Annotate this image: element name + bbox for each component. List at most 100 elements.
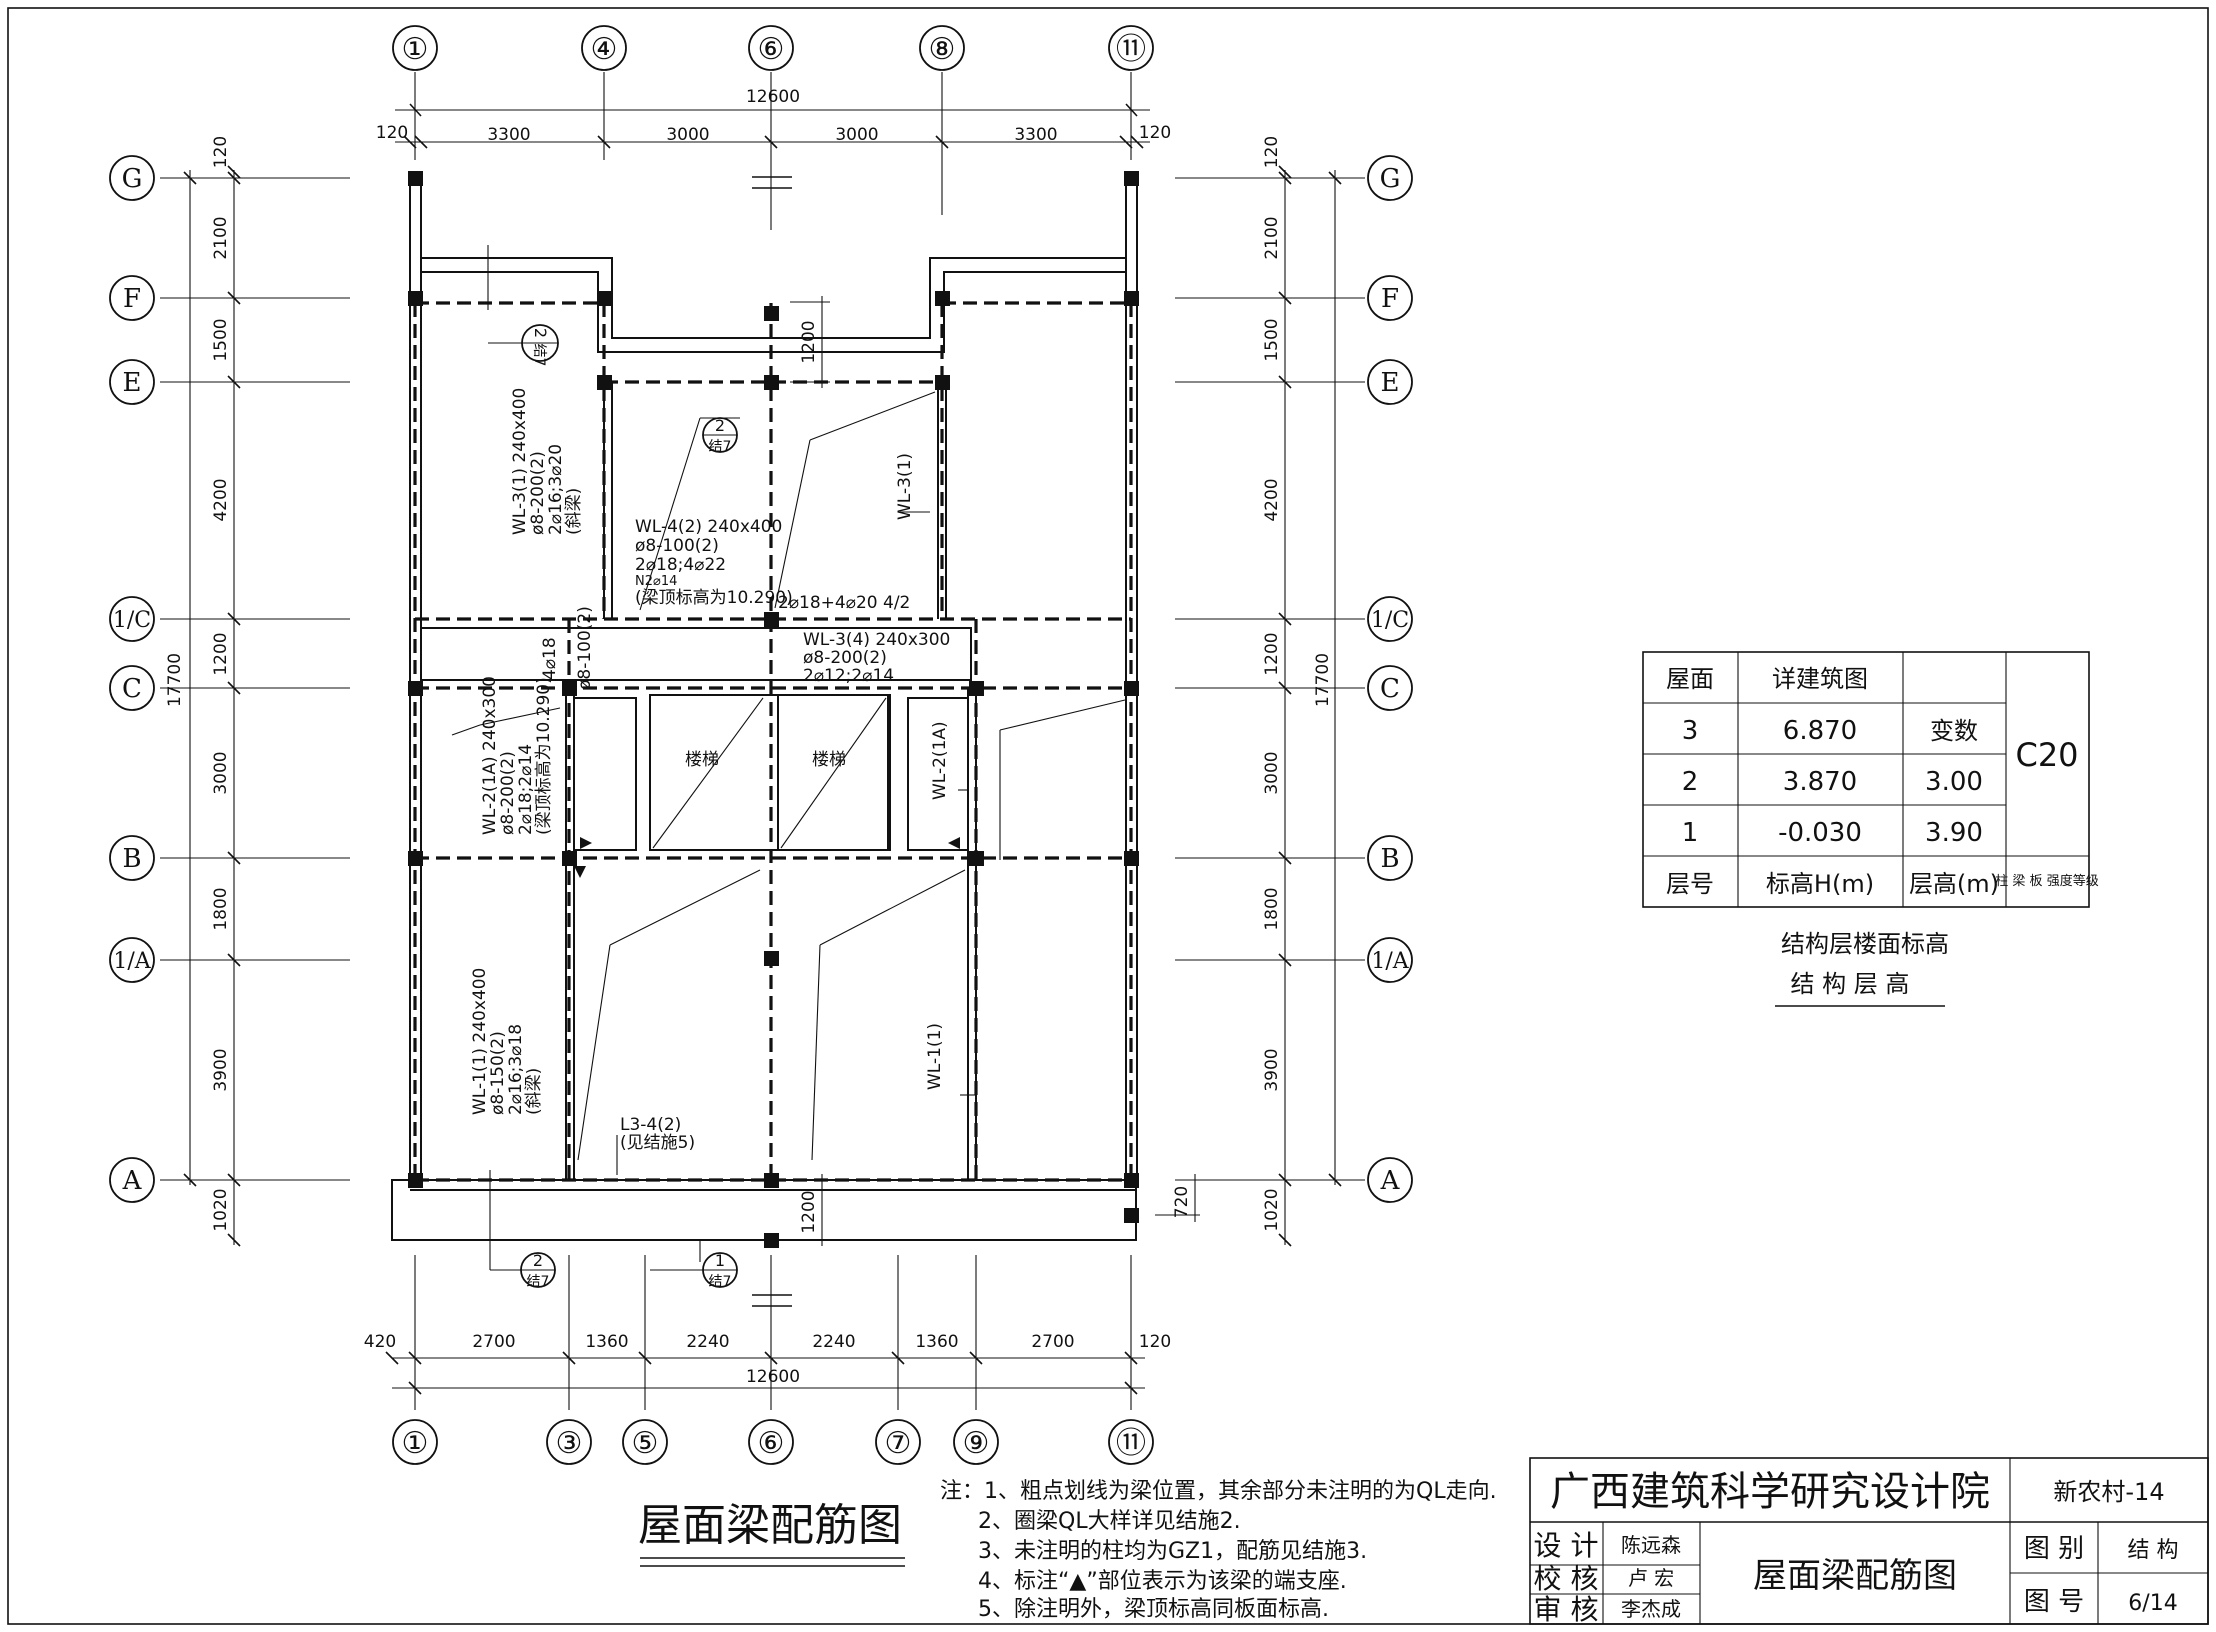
dim-left-span: 4200 bbox=[211, 478, 231, 521]
dimension-bottom: 420 2700 1360 2240 2240 1360 2700 120 12… bbox=[364, 1332, 1171, 1395]
dim-bottom-span: 1360 bbox=[915, 1332, 958, 1352]
detail-ref-sheet: 结7 bbox=[709, 439, 732, 455]
dim-left-span: 1200 bbox=[211, 632, 231, 675]
axis-bubble-left: B bbox=[122, 844, 141, 874]
dim-right-overall: 17700 bbox=[1313, 653, 1333, 707]
beam-label-wl42: WL-4(2) 240x400 ø8-100(2) 2⌀18;4⌀22 N2⌀1… bbox=[635, 517, 793, 608]
level-cell: 6.870 bbox=[1783, 716, 1857, 746]
axis-bubble-left: A bbox=[122, 1166, 143, 1196]
column-grid-lines bbox=[414, 72, 1132, 1410]
level-caption-2: 结 构 层 高 bbox=[1791, 970, 1910, 998]
axis-bubble-right: 1/A bbox=[1371, 949, 1409, 974]
role-check: 校 核 bbox=[1534, 1562, 1599, 1595]
note-line: 2、圈梁QL大样详见结施2. bbox=[978, 1509, 1241, 1534]
level-caption-1: 结构层楼面标高 bbox=[1781, 930, 1949, 958]
break-marks bbox=[752, 176, 792, 1307]
number-label: 图 号 bbox=[2024, 1587, 2084, 1617]
beam-label-line: WL-3(1) bbox=[895, 453, 915, 520]
dim-bottom-left-offset: 420 bbox=[364, 1332, 396, 1352]
dim-720: 720 bbox=[1172, 1186, 1192, 1218]
beam-label-line: (梁顶标高为10.290) bbox=[635, 588, 793, 608]
beam-label-wl21a: WL-2(1A) 240x300 ø8-200(2) 2⌀18;2⌀14 (梁顶… bbox=[480, 676, 554, 835]
beam-label-wl11: WL-1(1) 240x400 ø8-150(2) 2⌀16;3⌀18 (斜梁) bbox=[470, 968, 544, 1115]
detail-ref-num: 2 bbox=[533, 1251, 543, 1270]
dim-right-span: 4200 bbox=[1262, 478, 1282, 521]
columns bbox=[408, 171, 1139, 1248]
beam-label-line: 2⌀16;3⌀20 bbox=[546, 444, 566, 535]
dim-right-span: 1020 bbox=[1262, 1188, 1282, 1231]
dim-left-span: 3900 bbox=[211, 1048, 231, 1091]
level-cell: 变数 bbox=[1930, 717, 1978, 745]
beam-label-line: N2⌀14 bbox=[635, 574, 677, 589]
beam-label-line: ø8-200(2) bbox=[803, 648, 887, 668]
dim-top-span: 3300 bbox=[1014, 125, 1057, 145]
dim-top-right-offset: 120 bbox=[1139, 123, 1171, 143]
detail-ref-num: 2 bbox=[715, 416, 725, 435]
beam-label-line: (见结施5) bbox=[620, 1133, 695, 1153]
axis-bubble-left: 1/A bbox=[113, 949, 151, 974]
note-line: 4、标注“▲”部位表示为该梁的端支座. bbox=[978, 1569, 1347, 1594]
axis-bubble-left: G bbox=[122, 164, 143, 194]
axis-bubble-bottom: ⑨ bbox=[963, 1426, 990, 1461]
institute-name: 广西建筑科学研究设计院 bbox=[1550, 1469, 1990, 1515]
beam-label-line: ø8-100(2) bbox=[575, 606, 595, 690]
stair-label-left: 楼梯 bbox=[685, 750, 719, 770]
dim-bottom-span: 2700 bbox=[1031, 1332, 1074, 1352]
axis-bubble-top: ④ bbox=[591, 32, 618, 67]
level-cell: 1 bbox=[1682, 818, 1699, 848]
leader-lines bbox=[451, 245, 1126, 1270]
dim-left-span: 120 bbox=[211, 136, 231, 168]
dimension-right: 17700 120 2100 1500 4200 1200 3000 1800 … bbox=[1262, 136, 1342, 1247]
detail-ref-num: 1 bbox=[715, 1251, 725, 1270]
number-value: 6/14 bbox=[2128, 1591, 2177, 1616]
axis-bubble-top: ⑧ bbox=[929, 32, 956, 67]
dim-bottom-span: 2700 bbox=[472, 1332, 515, 1352]
dim-1200-top: 1200 bbox=[799, 320, 819, 363]
drawing-title-text: 屋面梁配筋图 bbox=[638, 1500, 902, 1551]
beam-label-side-4d18: 4⌀18 bbox=[540, 637, 560, 680]
dim-top-span: 3000 bbox=[835, 125, 878, 145]
axis-bubbles-left: G F E 1/C C B 1/A A bbox=[109, 155, 155, 1203]
support-markers bbox=[574, 837, 960, 878]
dim-left-span: 3000 bbox=[211, 751, 231, 794]
dimension-extra: 1200 1200 720 bbox=[790, 296, 1200, 1246]
level-cell: 2 bbox=[1682, 767, 1699, 797]
axis-bubble-right: E bbox=[1381, 368, 1400, 398]
note-line: 3、未注明的柱均为GZ1，配筋见结施3. bbox=[978, 1539, 1367, 1564]
title-block-drawing-name: 屋面梁配筋图 bbox=[1753, 1556, 1957, 1596]
dim-right-span: 3000 bbox=[1262, 751, 1282, 794]
dim-1200-bottom: 1200 bbox=[799, 1190, 819, 1233]
axis-bubble-right: G bbox=[1380, 164, 1401, 194]
detail-ref-num: 2 bbox=[531, 328, 550, 338]
beam-label-line: 2⌀18;2⌀14 bbox=[516, 744, 536, 835]
level-table: 屋面 详建筑图 3 6.870 变数 2 3.870 3.00 1 -0.030… bbox=[1642, 651, 2099, 1007]
dim-bottom-span: 1360 bbox=[585, 1332, 628, 1352]
dim-left-overall: 17700 bbox=[165, 653, 185, 707]
beam-label-line: ø8-200(2) bbox=[498, 751, 518, 835]
level-cell: 3.90 bbox=[1925, 818, 1983, 848]
beam-label-line: WL-2(1A) 240x300 bbox=[480, 676, 500, 835]
axis-bubble-bottom: ① bbox=[402, 1426, 429, 1461]
level-cell: 3.00 bbox=[1925, 767, 1983, 797]
beam-label-line: 2⌀18;4⌀22 bbox=[635, 555, 726, 575]
beam-label-wl11b: WL-1(1) bbox=[925, 1023, 945, 1090]
beam-label-line: (梁顶标高为10.290) bbox=[534, 677, 554, 835]
beam-label-wl31: WL-3(1) 240x400 ø8-200(2) 2⌀16;3⌀20 (斜梁) bbox=[510, 388, 584, 535]
dim-bottom-span: 2240 bbox=[812, 1332, 855, 1352]
axis-bubble-bottom: ③ bbox=[556, 1426, 583, 1461]
detail-ref-3: 2 结7 bbox=[490, 1251, 556, 1290]
level-footer-cell: 柱 梁 板 强度等级 bbox=[1995, 873, 2098, 889]
beam-label-line: 2⌀12;2⌀14 bbox=[803, 666, 894, 686]
dim-left-span: 1020 bbox=[211, 1188, 231, 1231]
axis-bubble-right: 1/C bbox=[1371, 608, 1409, 633]
axis-bubble-right: A bbox=[1380, 1166, 1401, 1196]
note-line: 注：1、粗点划线为梁位置，其余部分未注明的为QL走向. bbox=[940, 1479, 1497, 1504]
level-header-cell: 详建筑图 bbox=[1772, 665, 1868, 693]
dim-bottom-overall: 12600 bbox=[746, 1367, 800, 1387]
axis-bubbles-right: G F E 1/C C B 1/A A bbox=[1367, 155, 1413, 1203]
beam-label-line: WL-4(2) 240x400 bbox=[635, 517, 782, 537]
axis-bubbles-bottom: ① ③ ⑤ ⑥ ⑦ ⑨ ⑪ bbox=[392, 1419, 1154, 1465]
beam-label-line: (斜梁) bbox=[564, 488, 584, 535]
axis-bubble-top: ① bbox=[402, 32, 429, 67]
